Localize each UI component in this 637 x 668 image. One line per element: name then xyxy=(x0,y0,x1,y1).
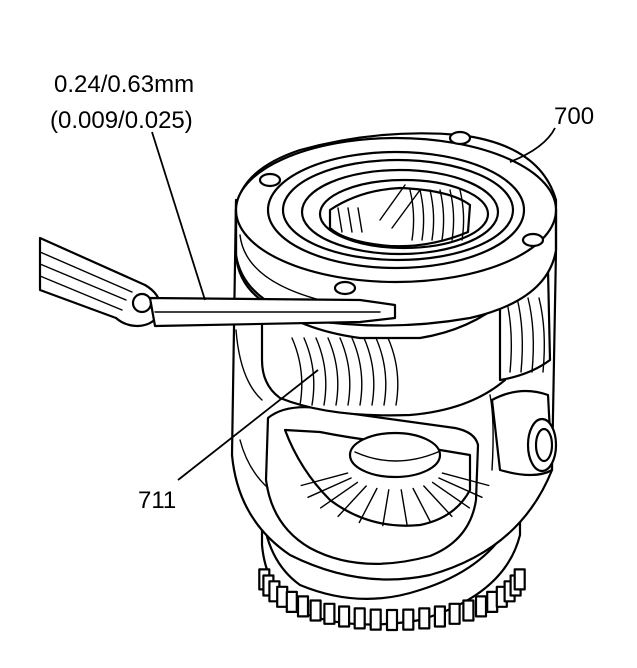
gear-tooth xyxy=(513,568,526,591)
gear-tooth xyxy=(296,595,310,618)
ring-gear xyxy=(258,498,526,632)
gear-tooth xyxy=(369,608,382,631)
gear-tooth xyxy=(418,607,431,630)
side-gear xyxy=(283,428,490,527)
gear-tooth xyxy=(385,608,399,632)
gear-tooth xyxy=(433,605,446,628)
part-711-label: 711 xyxy=(138,487,176,514)
feeler-gauge xyxy=(38,236,397,328)
bolt-head xyxy=(521,232,545,248)
gear-tooth xyxy=(353,607,366,630)
bolt-head xyxy=(333,280,357,296)
gear-tooth xyxy=(462,599,475,622)
ring-gear-teeth xyxy=(258,568,526,632)
gear-tooth xyxy=(309,599,322,622)
gear-tooth xyxy=(402,608,415,631)
gear-tooth xyxy=(338,605,351,628)
gear-tooth xyxy=(448,602,461,625)
bolt-head xyxy=(448,130,472,146)
clearance-in-label: (0.009/0.025) xyxy=(50,107,193,134)
leader-700 xyxy=(509,127,556,163)
clearance-mm-label: 0.24/0.63mm xyxy=(54,71,194,98)
gauge-pivot xyxy=(131,292,153,314)
leader-711 xyxy=(177,369,319,481)
leader-clearance xyxy=(151,131,206,301)
gear-tooth xyxy=(323,602,336,625)
bearing-cap-700 xyxy=(234,130,558,327)
bolt-head xyxy=(258,172,282,188)
gear-tooth xyxy=(474,595,488,618)
helical-gear-711 xyxy=(291,297,546,406)
part-700-label: 700 xyxy=(554,103,594,130)
gear-tooth xyxy=(285,590,298,614)
